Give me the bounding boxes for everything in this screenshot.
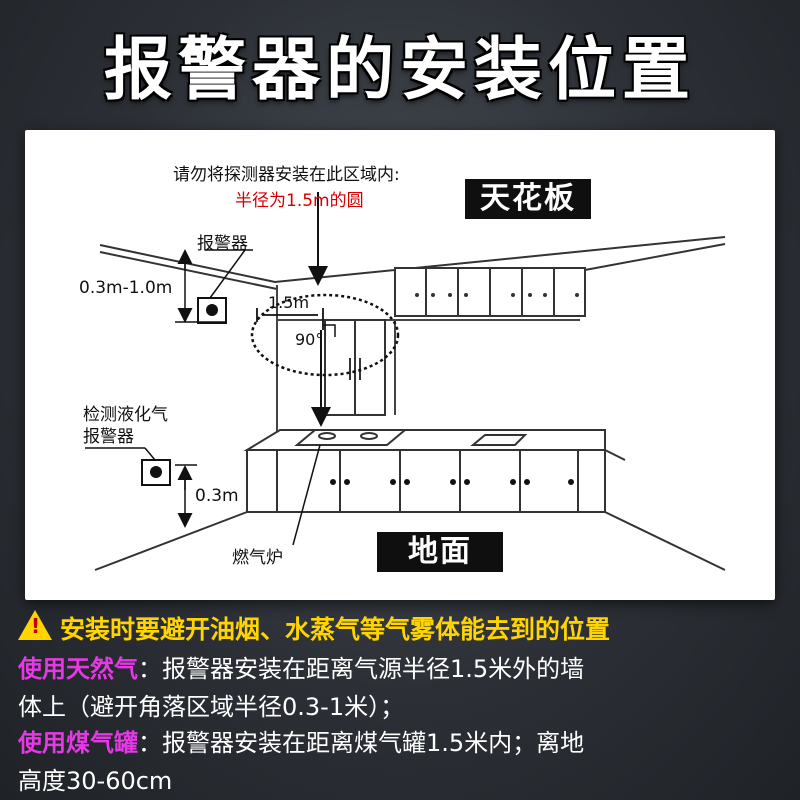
danger-zone-circle: [250, 293, 400, 377]
lpg-tank-instruction: 使用煤气罐：报警器安装在距离煤气罐1.5米内；离地 高度30-60cm: [18, 724, 788, 800]
lpg-label-line-2: 报警器: [83, 427, 134, 447]
natural-gas-text-2: 体上（避开角落区域半径0.3-1米）；: [18, 693, 405, 721]
installation-diagram: 请勿将探测器安装在此区域内: 半径为1.5m的圆 天花板 地面 报警器 0.3m…: [25, 130, 775, 600]
alarm-label: 报警器: [197, 234, 248, 254]
range-hood: [324, 319, 386, 416]
lpg-tank-text-2: 高度30-60cm: [18, 767, 173, 795]
top-distance-dimension: [175, 249, 225, 323]
lpg-tank-heading: 使用煤气罐: [18, 729, 138, 757]
floor-lines: [94, 511, 726, 571]
back-wall: [276, 285, 580, 440]
lpg-tank-text-1: ：报警器安装在距离煤气罐1.5米内；离地: [138, 729, 585, 757]
right-angle-marker: [323, 324, 336, 337]
ceiling-label: 天花板: [465, 179, 591, 219]
sink: [470, 434, 528, 446]
lpg-label-line-1: 检测液化气: [83, 405, 168, 425]
top-distance-label: 0.3m-1.0m: [79, 278, 173, 298]
warning-text: 安装时要避开油烟、水蒸气等气雾体能去到的位置: [60, 615, 611, 644]
natural-gas-text-1: ：报警器安装在距离气源半径1.5米外的墙: [138, 655, 585, 683]
kitchen-illustration: [85, 192, 726, 571]
warning-icon: !: [18, 610, 52, 640]
note-line-1: 请勿将探测器安装在此区域内:: [173, 165, 400, 185]
radius-label: 1.5m: [268, 293, 310, 312]
natural-gas-heading: 使用天然气: [18, 655, 138, 683]
lpg-detector: [141, 459, 171, 486]
angle-label: 90°: [295, 330, 324, 349]
gas-stove: [294, 429, 408, 446]
alarm-device: [197, 297, 227, 324]
floor-label: 地面: [377, 532, 503, 572]
lpg-height-label: 0.3m: [195, 486, 239, 506]
warning-line: ! 安装时要避开油烟、水蒸气等气雾体能去到的位置: [18, 610, 788, 646]
radius-arrow: [256, 308, 324, 330]
note-line-2: 半径为1.5m的圆: [235, 191, 364, 211]
lpg-height-dimension: [175, 464, 197, 528]
pointer-arrows: [308, 192, 331, 427]
ceiling-lines: [99, 236, 726, 290]
page-title: 报警器的安装位置: [103, 31, 696, 110]
upper-cabinets: [394, 267, 586, 317]
natural-gas-instruction: 使用天然气：报警器安装在距离气源半径1.5米外的墙 体上（避开角落区域半径0.3…: [18, 650, 788, 726]
lpg-label: 检测液化气 报警器: [83, 404, 168, 448]
stove-label: 燃气炉: [232, 548, 283, 568]
